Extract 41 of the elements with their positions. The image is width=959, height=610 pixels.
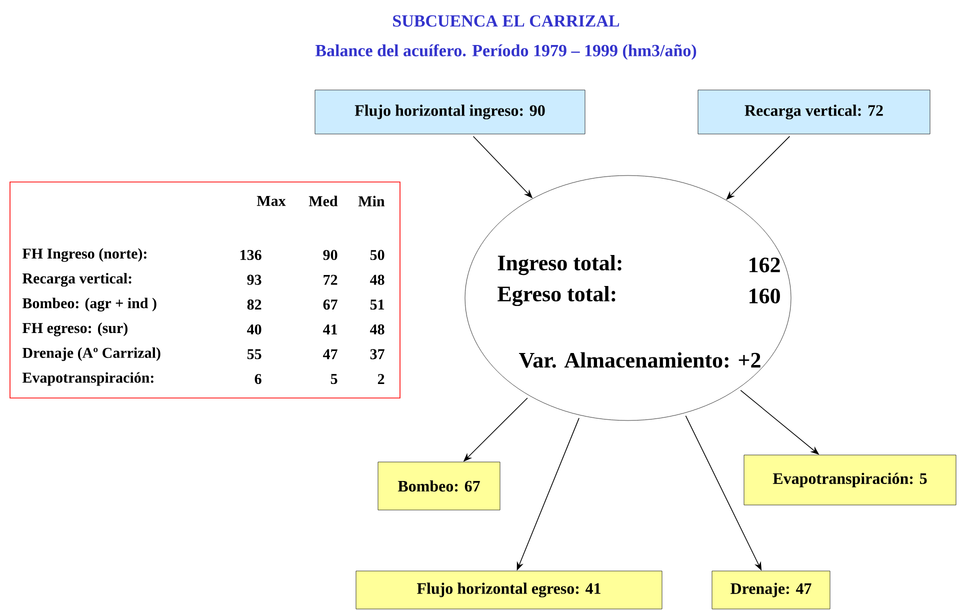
table-cell: 50	[370, 250, 384, 260]
inflow-box: Recarga vertical: 72	[698, 90, 930, 134]
subtitle: Balance del acuífero. Período 1979 – 1999 (hm3/año)	[315, 44, 696, 60]
table-cell: 90	[323, 250, 338, 260]
table-cell: 5	[330, 374, 338, 384]
balance-text: 160	[750, 288, 780, 304]
table-cell: Bombeo: (agr + ind )	[22, 298, 156, 312]
table-header: Min	[358, 196, 385, 206]
table-cell: 47	[323, 349, 338, 360]
table-cell: 82	[247, 300, 262, 310]
table-cell: Evapotranspiración:	[22, 372, 154, 386]
table-cell: 55	[247, 349, 262, 360]
table-cell: 6	[254, 374, 262, 384]
table-cell: 67	[323, 300, 338, 310]
table-cell: 48	[370, 324, 384, 334]
table-cell: Recarga vertical:	[22, 272, 132, 287]
arrow	[726, 136, 790, 200]
balance-text: 162	[750, 258, 780, 272]
table-header: Max	[256, 196, 286, 206]
table-cell: 93	[247, 274, 262, 285]
table-header: Med	[308, 196, 338, 206]
balance-text: Egreso total:	[498, 286, 616, 306]
table-cell: FH Ingreso (norte):	[22, 248, 146, 262]
balance-text: Var. Almacenamiento: +2	[519, 352, 760, 368]
table-cell: 40	[247, 324, 262, 334]
outflow-box: Bombeo: 67	[378, 462, 500, 510]
table-cell: 41	[323, 324, 338, 334]
table-cell: 37	[370, 349, 384, 360]
table-cell: Drenaje (Aº Carrizal)	[22, 347, 160, 361]
table-cell: 51	[370, 300, 384, 310]
table-cell: 48	[370, 274, 384, 285]
title: SUBCUENCA EL CARRIZAL	[393, 15, 620, 27]
table-cell: FH egreso: (sur)	[22, 322, 128, 336]
outflow-box: Flujo horizontal egreso: 41	[356, 570, 662, 610]
outflow-box: Evapotranspiración: 5	[744, 454, 956, 506]
table-cell: 2	[378, 374, 384, 384]
table-cell: 136	[240, 250, 262, 260]
balance-text: Ingreso total:	[498, 254, 622, 276]
inflow-box: Flujo horizontal ingreso: 90	[314, 90, 586, 134]
table-cell: 72	[324, 274, 338, 285]
outflow-box: Drenaje: 47	[712, 570, 830, 610]
